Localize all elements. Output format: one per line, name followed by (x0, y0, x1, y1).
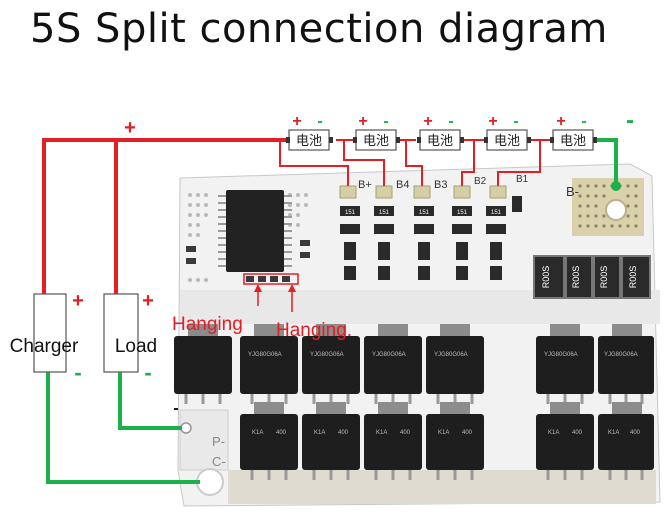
mosfet-label: YJG80G06A (310, 352, 344, 358)
mosfet-array: YJG80G06A YJG80G06A YJG80G06A YJG80G06A … (174, 324, 654, 480)
cell-minus-sign: - (448, 113, 453, 130)
battery-cells: 电池 + - 电池 + - 电池 + - 电池 + - 电池 (286, 113, 597, 151)
mosfet-label: YJG80G06A (544, 352, 578, 358)
mosfet-label: YJG80G06A (604, 352, 638, 358)
battery-cell-label: 电池 (363, 133, 389, 148)
p-minus-label: P- (212, 434, 225, 449)
mosfet: K1A 400 (364, 402, 422, 480)
mosfet-label: K1A (376, 430, 387, 436)
battery-cell-label: 电池 (494, 133, 520, 148)
load-label: Load (115, 336, 157, 357)
pad-label-b3: B3 (434, 179, 447, 191)
mosfet: YJG80G06A (426, 324, 484, 404)
mosfet-label: 400 (462, 430, 473, 436)
b-minus-wire (596, 138, 618, 186)
mosfet-label: 400 (276, 430, 287, 436)
pad-label-b-plus: B+ (358, 179, 372, 191)
battery-cell-label: 电池 (427, 133, 453, 148)
battery-cell-3: 电池 + - (417, 113, 464, 151)
balance-resistor-label: 151 (457, 210, 468, 216)
load-minus-sign: - (144, 360, 151, 385)
mosfet: K1A 400 (426, 402, 484, 480)
battery-cell-4: 电池 + - (484, 113, 531, 151)
mosfet: K1A 400 (302, 402, 360, 480)
mosfet-label: K1A (314, 430, 325, 436)
mosfet: YJG80G06A (302, 324, 360, 404)
b-minus-pad (572, 178, 644, 236)
balance-resistor-label: 151 (379, 210, 390, 216)
battery-cell-5: 电池 + - (550, 113, 597, 151)
cell-plus-sign: + (556, 113, 565, 130)
page-title: 5S Split connection diagram (30, 6, 608, 52)
charger-plus-sign: + (72, 290, 84, 312)
top-minus-sign: - (626, 107, 634, 134)
battery-cell-label: 电池 (296, 133, 322, 148)
top-plus-sign: + (124, 117, 136, 139)
cell-minus-sign: - (581, 113, 586, 130)
cell-minus-sign: - (317, 113, 322, 130)
mosfet: K1A 400 (598, 402, 654, 480)
balance-resistor-label: 151 (419, 210, 430, 216)
mosfet-label: 400 (630, 430, 641, 436)
mosfet-label: YJG80G06A (248, 352, 282, 358)
cell-minus-sign: - (513, 113, 518, 130)
balance-resistor-label: 151 (491, 210, 502, 216)
cell-plus-sign: + (358, 113, 367, 130)
mosfet (174, 324, 232, 404)
battery-cell-1: 电池 + - (286, 113, 333, 151)
mosfet-label: K1A (608, 430, 619, 436)
mosfet: K1A 400 (240, 402, 298, 480)
pad-label-b-minus: B- (566, 184, 579, 199)
load-device: Load + - (103, 290, 157, 385)
balance-resistor-label: 151 (345, 210, 356, 216)
charger-minus-sign: - (74, 360, 81, 385)
cell-minus-sign: - (383, 113, 388, 130)
mosfet: K1A 400 (536, 402, 594, 480)
mosfet: YJG80G06A (240, 324, 298, 404)
load-negative-wire (118, 372, 182, 430)
cell-plus-sign: + (292, 113, 301, 130)
pad-label-b1: B1 (516, 174, 529, 185)
hanging-annotations: Hanging Hanging. (172, 273, 352, 341)
balance-resistors: 151 151 151 151 (340, 196, 522, 280)
mosfet: YJG80G06A (536, 324, 594, 404)
pad-label-b4: B4 (396, 179, 409, 191)
sense-resistor-label: R00S (628, 266, 638, 289)
mosfet-label: 400 (338, 430, 349, 436)
load-plus-sign: + (142, 290, 154, 312)
charger-label: Charger (10, 336, 79, 357)
mosfet-label: 400 (400, 430, 411, 436)
sense-resistor-label: R00S (599, 266, 609, 289)
pad-label-b2: B2 (474, 176, 487, 187)
cell-plus-sign: + (423, 113, 432, 130)
charger-negative-wire (46, 372, 200, 484)
positive-main-wire (42, 138, 290, 294)
battery-cell-2: 电池 + - (353, 113, 400, 151)
controller-ic (218, 190, 292, 272)
mosfet: YJG80G06A (598, 324, 654, 404)
mosfet: YJG80G06A (364, 324, 422, 404)
mosfet-label: K1A (548, 430, 559, 436)
c-minus-label: C- (212, 454, 226, 469)
balance-lead-wires (279, 140, 541, 186)
mosfet-label: YJG80G06A (372, 352, 406, 358)
hanging-label-2: Hanging. (276, 320, 352, 341)
mosfet-label: 400 (572, 430, 583, 436)
sense-resistor-label: R00S (571, 266, 581, 289)
sense-resistor-label: R00S (541, 266, 551, 289)
hanging-label-1: Hanging (172, 314, 243, 335)
mosfet (174, 408, 178, 410)
current-sense-resistors: R00S R00S R00S R00S (533, 255, 651, 299)
charger-device: Charger + - (10, 290, 84, 385)
mosfet-label: YJG80G06A (434, 352, 468, 358)
pad-labels: B+ B4 B3 B2 B1 B- (358, 174, 579, 199)
mosfet-label: K1A (252, 430, 263, 436)
mosfet-label: K1A (438, 430, 449, 436)
cell-plus-sign: + (488, 113, 497, 130)
battery-cell-label: 电池 (560, 133, 586, 148)
